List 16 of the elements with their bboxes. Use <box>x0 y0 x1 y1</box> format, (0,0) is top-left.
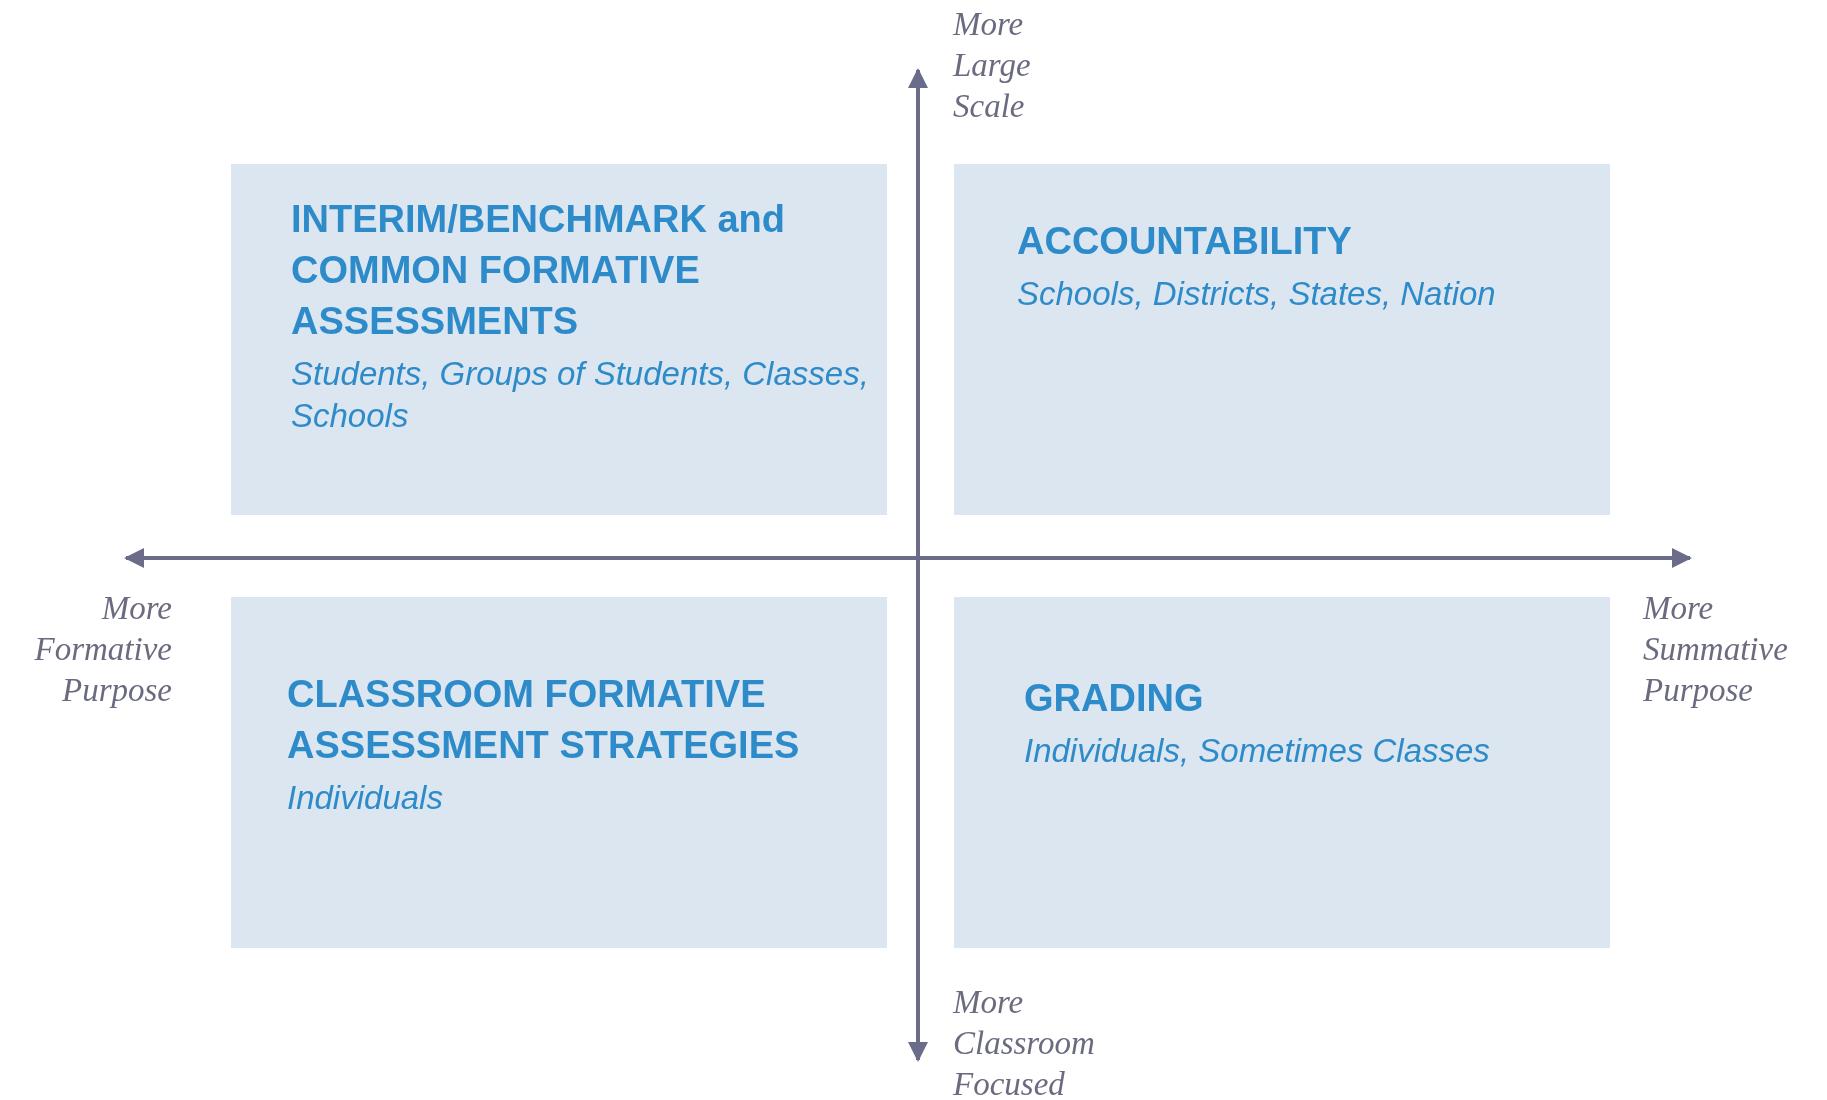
quadrant-subtitle: Individuals, Sometimes Classes <box>1024 731 1491 771</box>
quadrant-heading: GRADING <box>1024 676 1205 721</box>
quadrant-heading: INTERIM/BENCHMARK and COMMON FORMATIVE ASSESSMENTS <box>291 197 786 344</box>
axis-label: More Summative Purpose <box>1643 589 1789 710</box>
quadrant-box <box>231 597 887 948</box>
quadrant-box <box>954 597 1610 948</box>
quadrant-subtitle: Schools, Districts, States, Nation <box>1017 274 1497 314</box>
quadrant-heading: CLASSROOM FORMATIVE ASSESSMENT STRATEGIES <box>287 672 801 768</box>
axis-label: More Classroom Focused <box>953 983 1096 1100</box>
quadrant-heading: ACCOUNTABILITY <box>1017 219 1353 264</box>
axis-label: More Large Scale <box>953 5 1032 126</box>
axis-label: More Formative Purpose <box>33 589 172 710</box>
quadrant-box <box>954 164 1610 515</box>
quadrant-subtitle: Individuals <box>287 778 444 818</box>
quadrant-box <box>231 164 887 515</box>
quadrant-subtitle: Students, Groups of Students, Classes, Schools <box>291 354 870 436</box>
